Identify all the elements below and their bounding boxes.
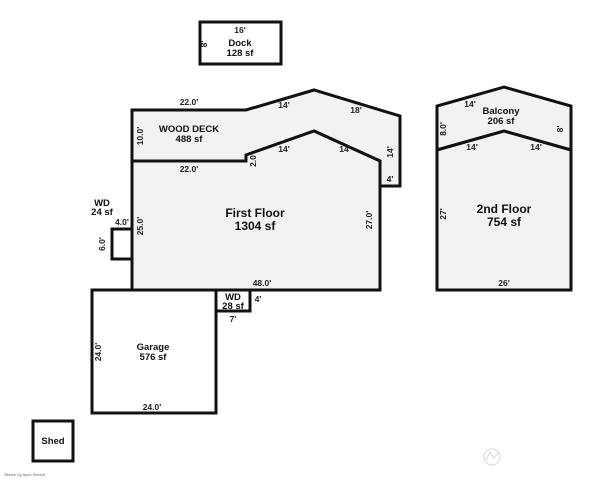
first-floor-area: 22.0' 2.0' 14' 14' 27.0' 25.0' 48.0' Fir…: [130, 129, 382, 292]
garage-area: 24.0' 24.0' Garage 576 sf: [90, 288, 218, 415]
first-floor-left-dimension: 25.0': [135, 217, 145, 236]
wd-left-outline: [110, 227, 134, 261]
wd-small-area: WD 28 sf 4' 7': [214, 288, 262, 324]
shed-outline: [31, 419, 75, 463]
second-floor-outline: [435, 129, 573, 292]
second-floor-roof-dimension-1: 14': [466, 142, 477, 152]
wd-small-area-size: 28 sf: [222, 301, 244, 312]
sketch-credit: Sketch by Apex Sketch: [4, 472, 45, 477]
deck-slope-dimension-1: 14': [278, 100, 289, 110]
second-floor-left-dimension: 27': [438, 208, 448, 219]
garage-label: Garage: [137, 342, 170, 353]
balcony-right-dimension: 8': [555, 126, 565, 133]
deck-top-dimension: 22.0': [180, 97, 199, 107]
watermark-logo: [483, 448, 501, 466]
dock-area: 16' 8' Dock 128 sf: [198, 20, 283, 66]
wd-small-side-dimension: 4': [255, 294, 262, 304]
first-floor-top-dimension: 22.0': [180, 164, 199, 174]
first-floor-roof-dimension-2: 14': [339, 144, 350, 154]
deck-right-dimension: 14': [385, 146, 395, 157]
wood-deck-label: WOOD DECK: [159, 124, 219, 135]
second-floor-area-size: 754 sf: [487, 215, 522, 229]
wd-left-side-dimension: 6.0': [97, 237, 107, 251]
dock-area-size: 128 sf: [227, 48, 255, 59]
wd-small-label: WD: [225, 292, 241, 303]
deck-left-dimension: 10.0': [135, 127, 145, 146]
balcony-area-size: 206 sf: [488, 116, 516, 127]
wd-left-label: WD: [94, 198, 110, 209]
dock-left-dimension: 8': [199, 41, 209, 48]
first-floor-area-size: 1304 sf: [235, 219, 277, 233]
deck-step-dimension: 4': [387, 174, 394, 184]
garage-outline: [90, 288, 218, 415]
balcony-label: Balcony: [483, 106, 521, 117]
first-floor-step-dimension: 2.0': [248, 153, 258, 167]
shed-label: Shed: [41, 436, 64, 447]
first-floor-roof-dimension-1: 14': [278, 144, 289, 154]
wd-small-bottom-dimension: 7': [230, 314, 237, 324]
second-floor-roof-dimension-2: 14': [530, 142, 541, 152]
shed-area: Shed: [31, 419, 75, 463]
balcony-roof-dimension: 14': [464, 99, 475, 109]
watermark-circle: [483, 448, 501, 466]
garage-left-dimension: 24.0': [93, 343, 103, 362]
wd-left-top-dimension: 4.0': [115, 217, 129, 227]
second-floor-bottom-dimension: 26': [498, 278, 509, 288]
balcony-left-dimension: 8.0': [438, 122, 448, 136]
wd-left-area-size: 24 sf: [91, 207, 113, 218]
dock-label: Dock: [228, 38, 252, 49]
dock-top-dimension: 16': [234, 25, 245, 35]
wd-small-outline: [214, 288, 252, 313]
second-floor-label: 2nd Floor: [477, 202, 532, 216]
deck-slope-dimension-2: 18': [350, 105, 361, 115]
wd-left-area: WD 24 sf 4.0' 6.0': [91, 198, 134, 261]
garage-area-size: 576 sf: [140, 352, 168, 363]
dock-outline: [198, 20, 283, 66]
watermark-mark: [485, 450, 499, 461]
wood-deck-area-size: 488 sf: [176, 134, 204, 145]
first-floor-label: First Floor: [225, 206, 285, 220]
second-floor-area: 14' 14' 27' 26' 2nd Floor 754 sf: [435, 129, 573, 292]
first-floor-right-dimension: 27.0': [364, 211, 374, 230]
garage-bottom-dimension: 24.0': [143, 402, 162, 412]
first-floor-bottom-dimension: 48.0': [253, 278, 272, 288]
